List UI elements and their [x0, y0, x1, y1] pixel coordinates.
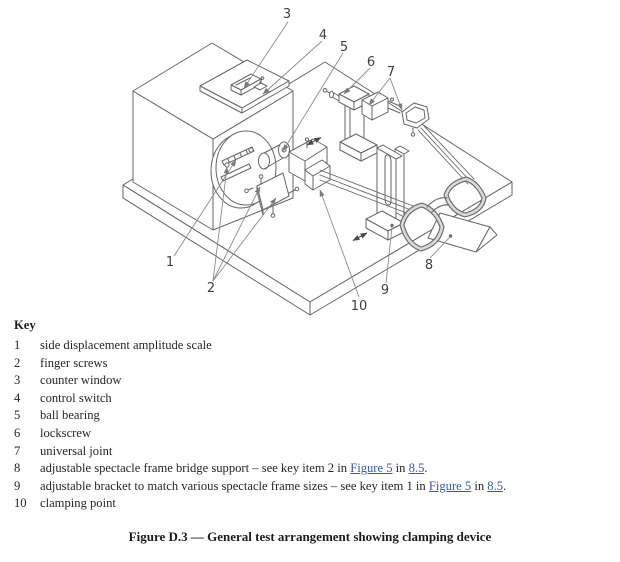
key-item-number: 8 [14, 461, 21, 476]
key-item-3: 3 counter window [14, 372, 610, 390]
figure-5-link[interactable]: Figure 5 [350, 461, 393, 476]
leader-line-7a [368, 77, 391, 106]
key-item-number: 7 [14, 443, 21, 458]
callout-9: 9 [381, 283, 389, 298]
callout-8: 8 [425, 258, 433, 273]
key-section: Key 1 side displacement amplitude scale … [14, 317, 610, 513]
leader-line-2a [212, 166, 229, 282]
control-switch [253, 76, 268, 91]
callout-2: 2 [207, 281, 215, 296]
callout-7: 7 [387, 65, 395, 80]
hex-universal-joint [387, 97, 430, 137]
figure-caption: Figure D.3 — General test arrangement sh… [128, 529, 492, 544]
key-item-text-mid: in [392, 461, 409, 476]
frame-bridge [426, 197, 449, 213]
support-post-1 [322, 85, 389, 162]
key-item-1: 1 side displacement amplitude scale [14, 337, 610, 355]
key-item-text: adjustable bracket to match various spec… [40, 478, 610, 496]
leader-line-8 [429, 236, 451, 259]
key-item-4: 4 control switch [14, 390, 610, 408]
key-item-number: 4 [14, 390, 21, 405]
key-item-5: 5 ball bearing [14, 407, 610, 425]
leader-dot-8 [448, 234, 453, 238]
key-title: Key [14, 318, 36, 332]
callout-6: 6 [367, 55, 375, 70]
temple-clamp-bracket [304, 159, 331, 191]
section-8-5-link[interactable]: 8.5 [408, 461, 425, 476]
leader-line-5 [282, 52, 344, 152]
leader-line-9 [385, 226, 393, 284]
key-item-text-post: . [503, 478, 507, 493]
key-item-8: 8 adjustable spectacle frame bridge supp… [14, 460, 610, 478]
key-item-text: clamping point [40, 496, 116, 511]
leader-line-3 [243, 21, 289, 89]
test-apparatus-isometric-drawing: 1 2 3 4 5 6 7 8 9 10 [122, 7, 513, 316]
key-item-text-post: . [424, 461, 428, 476]
joint-clamp-block [361, 91, 389, 121]
leader-line-6 [343, 67, 371, 95]
motion-arrows [306, 137, 368, 241]
key-item-number: 2 [14, 355, 21, 370]
leader-line-2c [212, 197, 277, 282]
adjustable-bracket-post [365, 144, 410, 241]
key-item-number: 3 [14, 373, 21, 388]
spectacle-frame-near-lens [399, 197, 449, 252]
key-item-6: 6 lockscrew [14, 425, 610, 443]
key-item-text: control switch [40, 390, 112, 405]
motion-arrow-upper [306, 137, 322, 146]
key-item-text: side displacement amplitude scale [40, 338, 212, 352]
figure-d3-drawing: 1 2 3 4 5 6 7 8 9 10 [122, 7, 513, 316]
key-item-number: 6 [14, 425, 21, 440]
key-item-text: adjustable spectacle frame bridge suppor… [40, 460, 610, 478]
callout-4: 4 [319, 28, 327, 43]
leader-line-7b [389, 77, 403, 111]
key-item-2: 2 finger screws [14, 355, 610, 373]
leader-lines [173, 21, 453, 298]
key-item-number: 5 [14, 408, 21, 423]
key-item-text: lockscrew [40, 425, 92, 440]
key-item-10: 10 clamping point [14, 495, 610, 513]
callout-3: 3 [283, 7, 291, 22]
key-item-number: 1 [14, 338, 21, 352]
key-item-text-pre: adjustable bracket to match various spec… [40, 478, 429, 493]
key-item-text: universal joint [40, 443, 113, 458]
leader-line-10 [319, 189, 360, 298]
key-item-number: 10 [14, 496, 27, 511]
bridge-support-prism [427, 212, 498, 253]
callout-10: 10 [351, 299, 368, 314]
key-item-text: ball bearing [40, 408, 100, 423]
leader-dot-9 [390, 223, 394, 228]
key-item-9: 9 adjustable bracket to match various sp… [14, 478, 610, 496]
key-item-7: 7 universal joint [14, 443, 610, 461]
callout-1: 1 [166, 255, 174, 270]
key-item-text: finger screws [40, 355, 108, 370]
key-item-text-pre: adjustable spectacle frame bridge suppor… [40, 461, 351, 476]
lockscrew [322, 88, 340, 102]
leader-line-4 [262, 40, 323, 95]
callout-5: 5 [340, 40, 348, 55]
motion-arrow-lower [352, 232, 368, 241]
key-item-text-mid: in [471, 478, 488, 493]
key-item-number: 9 [14, 478, 21, 493]
leader-line-2b [212, 186, 261, 282]
temple-arms [319, 125, 475, 215]
key-item-text: counter window [40, 373, 122, 388]
figure-5-link[interactable]: Figure 5 [428, 478, 472, 493]
section-8-5-link[interactable]: 8.5 [487, 478, 504, 493]
spectacle-frame [443, 176, 487, 218]
